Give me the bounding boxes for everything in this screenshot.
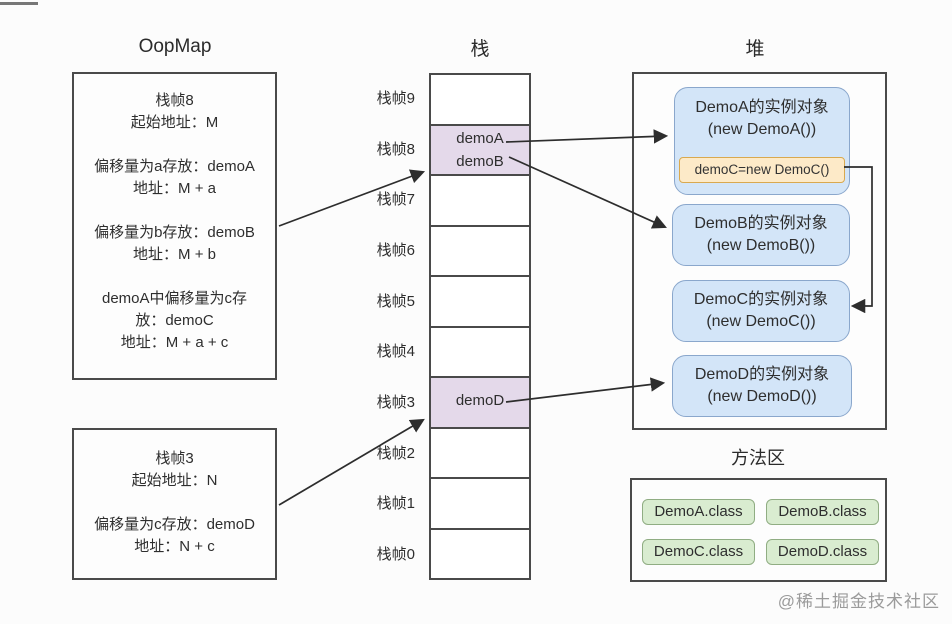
demoB-object-name: DemoB的实例对象 [694,215,828,232]
stack-cell-frame3: demoD [431,378,529,429]
demoA-object-ctor: (new DemoA()) [707,121,817,138]
method-area-title: 方法区 [731,448,785,468]
stack-frame-label-2: 栈帧2 [376,445,415,462]
oopmap-frame3-box: 栈帧3 起始地址：N 偏移量为c存放：demoD 地址：N + c [72,428,277,580]
frame8-address-c: 地址：M + a + c [120,334,229,351]
stack-frame-label-7: 栈帧7 [376,191,415,208]
stack-frame-label-6: 栈帧6 [376,242,415,259]
stack-var-demoD: demoD [455,392,505,409]
frame8-offset-a: 偏移量为a存放：demoA [94,158,255,175]
heap-object-demoC: DemoC的实例对象 (new DemoC()) [672,280,850,342]
stack-frame-label-1: 栈帧1 [376,495,415,512]
stack-frame-label-9: 栈帧9 [376,90,415,107]
method-area-box: DemoA.class DemoB.class DemoC.class Demo… [630,478,887,582]
stack-cell-frame2 [431,429,529,479]
frame3-base-address: 起始地址：N [131,472,218,489]
watermark: @稀土掘金技术社区 [777,592,940,611]
top-edge-artifact [0,2,38,5]
stack-var-demoA: demoA [456,129,504,147]
stack-frame-label-5: 栈帧5 [376,293,415,310]
stack-cell-frame7 [431,176,529,227]
class-chip-demoA: DemoA.class [642,499,755,525]
stack-frame-label-0: 栈帧0 [376,546,415,563]
demoD-object-ctor: (new DemoD()) [707,388,817,405]
frame8-offset-c-line1: demoA中偏移量为c存 [101,290,248,307]
heap-object-demoB: DemoB的实例对象 (new DemoB()) [672,204,850,266]
demoB-object-ctor: (new DemoB()) [706,237,816,254]
stack-frame-label-3: 栈帧3 [376,394,415,411]
stack-column: demoA demoB demoD [429,73,531,580]
oopmap-frame8-box: 栈帧8 起始地址：M 偏移量为a存放：demoA 地址：M + a 偏移量为b存… [72,72,277,380]
stack-cell-frame5 [431,277,529,328]
frame8-title: 栈帧8 [155,92,194,109]
heap-title: 堆 [745,39,765,60]
stack-frame-label-8: 栈帧8 [376,141,415,158]
stack-cell-frame8: demoA demoB [431,125,529,176]
class-chip-demoC: DemoC.class [642,539,755,565]
frame8-offset-c-line2: 放：demoC [135,312,214,329]
stack-cell-frame9 [431,75,529,126]
frame8-address-a: 地址：M + a [133,180,216,197]
stack-cell-frame0 [431,530,529,579]
frame3-offset-c: 偏移量为c存放：demoD [94,516,255,533]
heap-object-demoA: DemoA的实例对象 (new DemoA()) demoC=new DemoC… [674,87,850,195]
frame8-address-b: 地址：M + b [133,246,216,263]
frame3-address-c: 地址：N + c [134,538,215,555]
stack-cell-frame1 [431,479,529,530]
stack-var-demoB: demoB [456,152,504,170]
stack-frame-label-4: 栈帧4 [376,343,415,360]
class-chip-demoB: DemoB.class [766,499,879,525]
demoC-object-ctor: (new DemoC()) [706,313,816,330]
oopmap-title: OopMap [138,36,212,57]
frame8-offset-b: 偏移量为b存放：demoB [94,224,255,241]
demoA-object-name: DemoA的实例对象 [695,99,829,116]
demoC-object-name: DemoC的实例对象 [693,291,829,308]
frame8-base-address: 起始地址：M [130,114,219,131]
class-chip-demoD: DemoD.class [766,539,879,565]
frame3-title: 栈帧3 [155,450,194,467]
heap-box: DemoA的实例对象 (new DemoA()) demoC=new DemoC… [632,72,887,430]
stack-cell-frame4 [431,328,529,378]
demoA-field-demoC: demoC=new DemoC() [679,157,845,183]
stack-cell-frame6 [431,227,529,277]
stack-title: 栈 [470,39,490,60]
demoD-object-name: DemoD的实例对象 [694,366,830,383]
heap-object-demoD: DemoD的实例对象 (new DemoD()) [672,355,852,417]
